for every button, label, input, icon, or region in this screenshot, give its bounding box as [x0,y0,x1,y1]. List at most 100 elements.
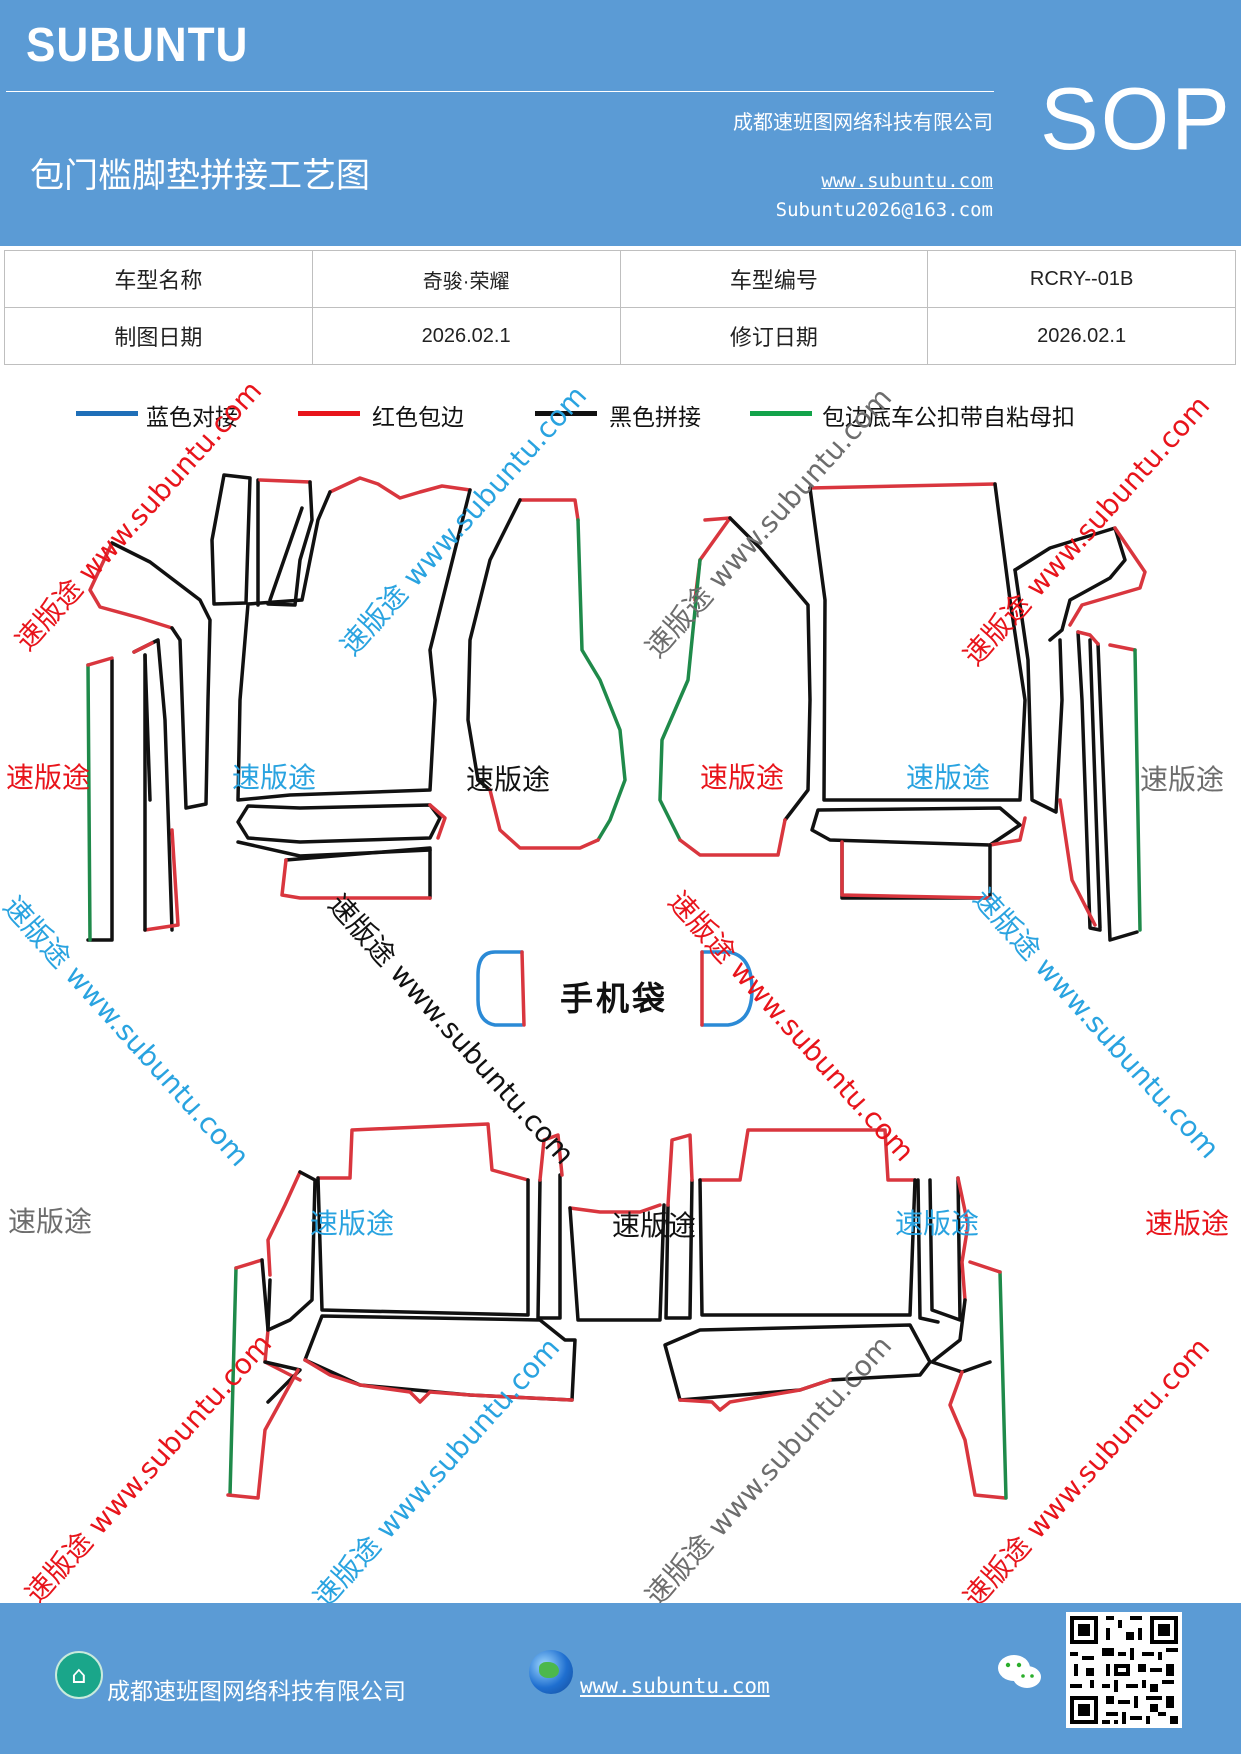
mat-edge [1068,526,1147,627]
mat-piece [316,1176,530,1317]
mat-piece [263,1360,302,1404]
mat-piece [728,516,812,822]
mat-piece [930,1298,992,1374]
watermark-label: 速版途 [8,1205,93,1238]
sop-badge: SOP [1040,69,1232,168]
footer-company: 成都速班图网络科技有限公司 [107,1679,406,1705]
mat-edge [226,1258,300,1500]
legend-swatch [76,411,138,416]
header-url-link[interactable]: www.subuntu.com [821,170,993,192]
mat-piece [663,1323,932,1402]
phone-pockets [476,950,754,1027]
mat-edge [266,1170,302,1277]
mat-piece [284,846,432,900]
header-bar [0,0,1241,246]
watermark-label: 速版途 [700,761,785,794]
watermark-label: 速版途 [310,1207,395,1240]
home-icon: ⌂ [55,1651,103,1699]
pocket-edge [520,950,526,1027]
mat-edge [956,1176,970,1302]
mat-piece [1013,526,1127,642]
wechat-icon [998,1655,1041,1688]
header-email: Subuntu2026@163.com [775,199,993,221]
table-value: 2026.02.1 [311,307,621,365]
mat-piece [86,638,174,942]
mat-piece [210,473,252,606]
mat-edge [88,541,174,630]
watermark-label: 速版途 [906,761,991,794]
mat-edge [538,1133,564,1182]
mat-edge [988,816,1027,847]
mat-piece [266,1170,317,1332]
mat-edge [428,803,447,840]
pocket-right [700,950,754,1027]
table-label: 车型名称 [4,250,313,308]
watermark-label: 速版途 [232,761,317,794]
mat-edge [1133,648,1142,932]
table-label: 制图日期 [4,307,313,365]
legend-swatch [298,411,360,416]
mat-edge [678,1378,832,1412]
header-company: 成都速班图网络科技有限公司 [733,110,993,134]
qr-code-icon [1066,1612,1182,1728]
mat-edge [658,558,702,842]
mat-piece [110,541,212,810]
mat-edge [518,498,580,522]
mat-piece [256,478,304,607]
mat-edge [258,478,312,484]
legend-label: 黑色拼接 [609,405,701,431]
mat-edge [840,840,992,900]
brand-logo: SUBUNTU [26,19,249,72]
table-label: 车型编号 [619,250,929,308]
watermark-label: 速版途 [612,1209,697,1242]
mat-edge [576,518,627,842]
mat-piece [664,1178,694,1320]
table-value: 奇骏·荣耀 [311,250,621,308]
legend-label: 红色包边 [372,405,464,431]
mat-upper-left [86,473,627,942]
mat-edge [808,482,997,490]
watermark-label: 速版途 [895,1207,980,1240]
footer-url-link[interactable]: www.subuntu.com [580,1674,770,1698]
mat-edge [328,476,472,500]
mat-edge [698,1128,917,1182]
info-table: 车型名称 奇骏·荣耀 车型编号 RCRY--01B 制图日期 2026.02.1… [4,250,1236,365]
mat-edge [488,788,600,850]
header-divider [6,91,994,92]
mat-edge [280,858,432,900]
pocket-left [476,950,524,1027]
mat-piece [236,803,442,844]
globe-icon [529,1650,573,1694]
mat-edge [948,1370,1007,1500]
mat-piece [1013,568,1064,814]
mat-upper-right [658,482,1147,942]
table-row: 制图日期 2026.02.1 修订日期 2026.02.1 [4,307,1236,365]
legend-label: 包边底车公扣带自粘母扣 [822,405,1075,431]
mat-edge [303,1358,574,1404]
mat-edge [86,641,180,932]
mat-edge [666,1133,694,1207]
mat-piece [236,488,472,802]
mat-piece [698,1178,917,1317]
watermark-label: 速版途 [1140,763,1225,796]
mat-piece [810,806,1022,847]
mat-piece [928,1176,962,1322]
table-value: RCRY--01B [927,250,1236,308]
mat-edge [998,1270,1008,1500]
mat-piece [466,498,522,792]
mat-piece [808,482,1027,802]
mat-piece [916,1178,940,1324]
watermark-label: 速版途 [1145,1207,1230,1240]
legend-swatch [750,411,812,416]
watermark-label: 速版途 [6,761,91,794]
mat-edge [316,1122,530,1182]
mat-edge [228,1266,238,1497]
mat-edge [86,663,92,942]
mat-piece [260,1258,270,1332]
phone-pocket-label: 手机袋 [560,979,668,1018]
table-row: 车型名称 奇骏·荣耀 车型编号 RCRY--01B [4,250,1236,308]
table-value: 2026.02.1 [927,307,1236,365]
legend-label: 蓝色对接 [146,405,238,431]
table-label: 修订日期 [619,307,929,365]
page-title: 包门槛脚垫拼接工艺图 [30,156,370,196]
